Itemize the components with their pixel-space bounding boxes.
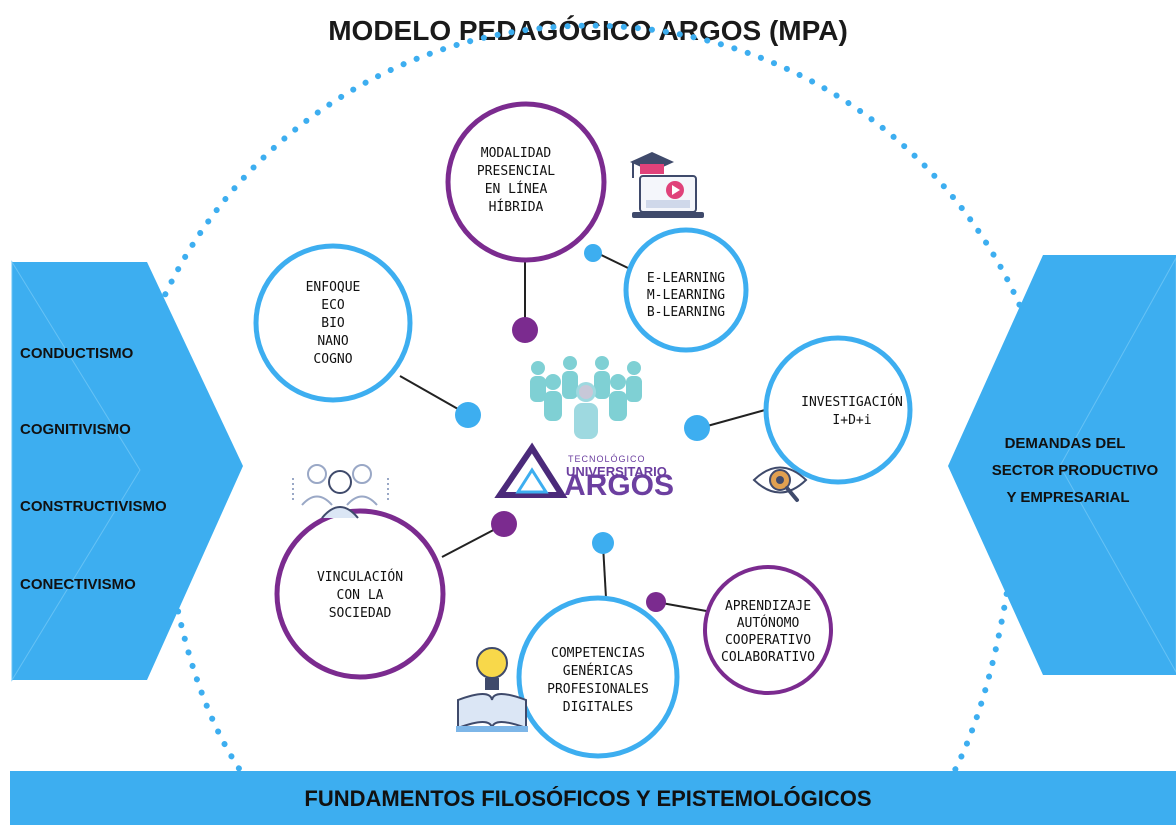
people-group-icon <box>530 356 642 439</box>
svg-text:PRESENCIAL: PRESENCIAL <box>477 164 555 179</box>
node-investigacion: INVESTIGACIÓN I+D+i <box>763 335 913 485</box>
left-panel <box>12 262 243 680</box>
svg-text:SOCIEDAD: SOCIEDAD <box>329 606 392 621</box>
left-item-constructivismo: CONSTRUCTIVISMO <box>20 498 167 515</box>
svg-text:VINCULACIÓN: VINCULACIÓN <box>317 569 403 585</box>
eye-search-icon <box>752 466 808 502</box>
bottom-banner-text: FUNDAMENTOS FILOSÓFICOS Y EPISTEMOLÓGICO… <box>304 786 871 811</box>
left-item-conectivismo: CONECTIVISMO <box>20 576 136 593</box>
svg-text:ARGOS: ARGOS <box>564 469 674 502</box>
node-competencias: COMPETENCIAS GENÉRICAS PROFESIONALES DIG… <box>516 595 680 759</box>
dotted-arc-top <box>137 22 1043 363</box>
page-title: MODELO PEDAGÓGICO ARGOS (MPA) <box>328 15 848 46</box>
svg-text:COGNO: COGNO <box>313 352 352 367</box>
left-item-conductismo: CONDUCTISMO <box>20 345 134 362</box>
svg-text:INVESTIGACIÓN: INVESTIGACIÓN <box>801 394 903 410</box>
dot-vinculacion <box>491 511 517 537</box>
svg-text:DIGITALES: DIGITALES <box>563 700 633 715</box>
dot-aprendizaje <box>646 592 666 612</box>
svg-text:APRENDIZAJE: APRENDIZAJE <box>725 599 811 614</box>
right-panel-inner-line <box>1059 256 1176 674</box>
svg-text:NANO: NANO <box>317 334 348 349</box>
svg-text:M-LEARNING: M-LEARNING <box>647 288 725 303</box>
right-panel-line-3: Y EMPRESARIAL <box>1006 489 1129 506</box>
team-icon <box>292 464 389 519</box>
node-aprendizaje: APRENDIZAJE AUTÓNOMO COOPERATIVO COLABOR… <box>703 565 833 695</box>
left-item-cognitivismo: COGNITIVISMO <box>20 421 131 438</box>
svg-text:TECNOLÓGICO: TECNOLÓGICO <box>568 454 646 464</box>
node-elearning: E-LEARNING M-LEARNING B-LEARNING <box>623 227 749 353</box>
svg-text:COOPERATIVO: COOPERATIVO <box>725 633 811 648</box>
node-enfoque: ENFOQUE ECO BIO NANO COGNO <box>253 243 413 403</box>
right-panel-line-2: SECTOR PRODUCTIVO <box>992 462 1159 479</box>
dot-competencias <box>592 532 614 554</box>
graduation-laptop-icon <box>630 152 704 218</box>
argos-logo: TECNOLÓGICO UNIVERSITARIO ARGOS <box>494 442 674 502</box>
dot-investigacion <box>684 415 710 441</box>
connector-investigacion <box>699 409 766 429</box>
svg-text:ECO: ECO <box>321 298 345 313</box>
svg-text:BIO: BIO <box>321 316 345 331</box>
svg-text:UNIVERSITARIO: UNIVERSITARIO <box>566 464 667 479</box>
svg-text:PROFESIONALES: PROFESIONALES <box>547 682 649 697</box>
svg-text:ENFOQUE: ENFOQUE <box>306 280 361 295</box>
svg-text:I+D+i: I+D+i <box>832 413 871 428</box>
svg-text:MODALIDAD: MODALIDAD <box>481 146 552 161</box>
left-panel-list: CONDUCTISMO COGNITIVISMO CONSTRUCTIVISMO… <box>20 345 167 593</box>
svg-text:E-LEARNING: E-LEARNING <box>647 271 725 286</box>
svg-text:HÍBRIDA: HÍBRIDA <box>489 199 544 215</box>
dot-modalidad <box>512 317 538 343</box>
left-panel-inner-line <box>11 260 141 682</box>
svg-text:CON LA: CON LA <box>337 588 384 603</box>
connector-enfoque <box>399 375 466 414</box>
dot-elearning <box>584 244 602 262</box>
dot-enfoque <box>455 402 481 428</box>
svg-text:EN LÍNEA: EN LÍNEA <box>485 181 548 197</box>
svg-text:COMPETENCIAS: COMPETENCIAS <box>551 646 645 661</box>
svg-text:GENÉRICAS: GENÉRICAS <box>563 663 633 679</box>
svg-text:COLABORATIVO: COLABORATIVO <box>721 650 815 665</box>
svg-text:AUTÓNOMO: AUTÓNOMO <box>737 615 800 631</box>
right-panel-line-1: DEMANDAS DEL <box>1005 435 1126 452</box>
lightbulb-book-icon <box>456 647 528 732</box>
bottom-banner <box>10 771 1176 825</box>
node-vinculacion: VINCULACIÓN CON LA SOCIEDAD <box>274 508 446 680</box>
node-modalidad: MODALIDAD PRESENCIAL EN LÍNEA HÍBRIDA <box>445 101 607 263</box>
svg-text:B-LEARNING: B-LEARNING <box>647 305 725 320</box>
